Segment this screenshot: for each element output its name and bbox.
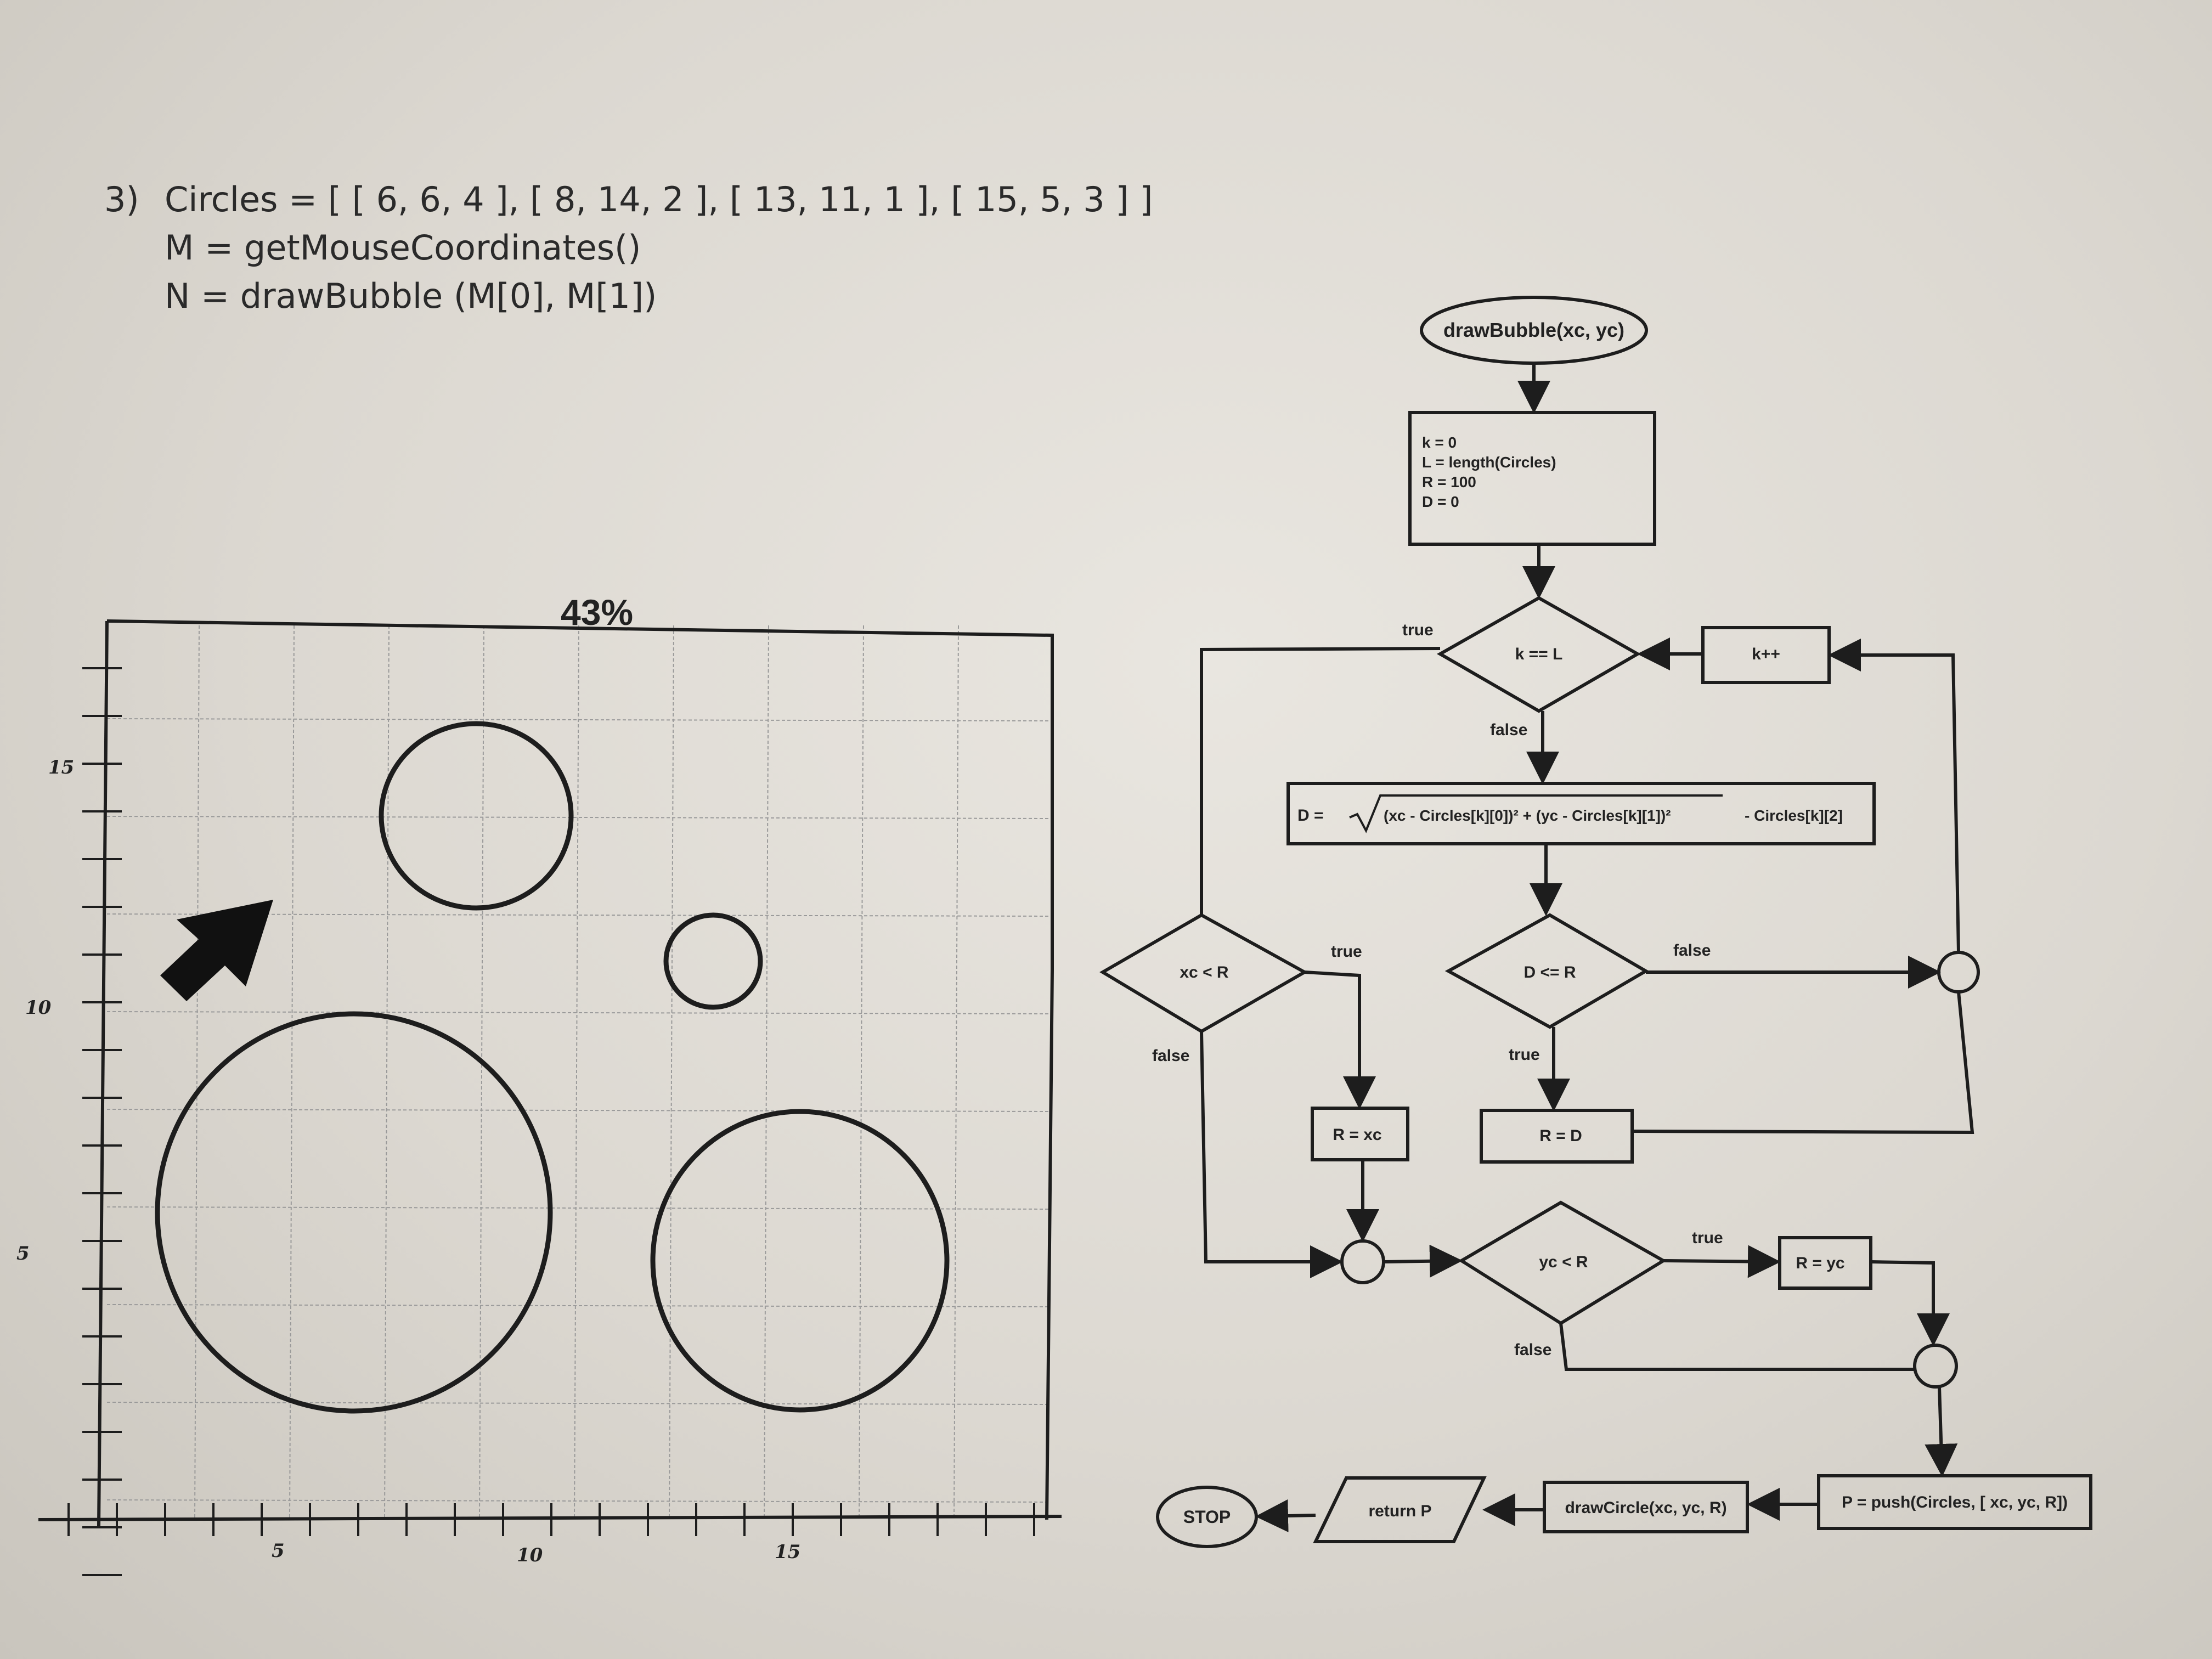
grid-line-vertical: [859, 625, 864, 1518]
grid-line-horizontal: [106, 1402, 1051, 1405]
grid-line-vertical: [479, 625, 484, 1518]
stop-label: STOP: [1183, 1507, 1231, 1527]
x-axis: [38, 1515, 1062, 1521]
loop-check-diamond: [1436, 596, 1641, 713]
zoom-percent-label: 43%: [561, 592, 634, 633]
circle-13-11-r1: [663, 912, 763, 1010]
compare-yc-true-label: true: [1692, 1229, 1723, 1247]
y-axis: [97, 620, 109, 1527]
y-tick-10: 10: [25, 997, 52, 1019]
circle-6-6-r4: [155, 1011, 553, 1414]
distance-prefix: D =: [1297, 806, 1324, 825]
init-line-2: L = length(Circles): [1422, 454, 1556, 471]
coordinate-grid: [38, 619, 1062, 1576]
compare-yc-label: yc < R: [1539, 1253, 1588, 1271]
draw-bubble-call-line: N = drawBubble (M[0], M[1]): [165, 276, 657, 316]
loop-false-label: false: [1490, 721, 1527, 739]
circle-8-14-r2: [379, 721, 574, 911]
grid-line-horizontal: [106, 1499, 1051, 1503]
return-label: return P: [1368, 1502, 1431, 1520]
compare-xc-true-label: true: [1331, 943, 1362, 961]
connector-yc: [1913, 1344, 1958, 1389]
x-tick-10: 10: [517, 1544, 543, 1566]
problem-statement: 3) Circles = [ [ 6, 6, 4 ], [ 8, 14, 2 ]…: [104, 176, 1153, 320]
grid-line-vertical: [953, 625, 959, 1518]
draw-circle-label: drawCircle(xc, yc, R): [1565, 1499, 1726, 1517]
loop-true-label: true: [1402, 621, 1434, 639]
distance-radicand: (xc - Circles[k][0])² + (yc - Circles[k]…: [1384, 807, 1671, 824]
compare-d-false-label: false: [1673, 941, 1711, 960]
init-line-4: D = 0: [1422, 493, 1459, 510]
y-tick-5: 5: [16, 1243, 30, 1265]
compare-d-label: D <= R: [1523, 963, 1576, 981]
grid-line-horizontal: [106, 718, 1051, 721]
grid-line-horizontal: [106, 913, 1051, 917]
init-line-1: k = 0: [1422, 434, 1457, 451]
compare-yc-false-label: false: [1514, 1341, 1551, 1359]
grid-line-horizontal: [106, 1011, 1051, 1014]
mouse-coordinates-line: M = getMouseCoordinates(): [165, 228, 641, 268]
grid-line-vertical: [289, 625, 295, 1518]
assign-d-label: R = D: [1539, 1127, 1582, 1145]
push-label: P = push(Circles, [ xc, yc, R]): [1842, 1493, 2068, 1511]
grid-line-horizontal: [106, 816, 1051, 819]
loop-check-label: k == L: [1515, 645, 1563, 663]
compare-xc-false-label: false: [1152, 1047, 1189, 1065]
return-parallelogram: [1313, 1476, 1487, 1543]
grid-line-vertical: [194, 625, 200, 1518]
circle-15-5-r3: [650, 1109, 950, 1413]
start-label: drawBubble(xc, yc): [1443, 319, 1624, 341]
grid-line-vertical: [669, 625, 674, 1518]
grid-line-vertical: [574, 625, 579, 1518]
x-tick-15: 15: [775, 1541, 800, 1563]
assign-yc-label: R = yc: [1796, 1254, 1844, 1272]
grid-line-vertical: [764, 625, 769, 1518]
compare-d-diamond: [1444, 913, 1649, 1029]
increment-label: k++: [1752, 645, 1780, 663]
grid-line-horizontal: [106, 1304, 1051, 1307]
distance-box: [1286, 782, 1876, 845]
mouse-pointer-icon: [160, 900, 273, 1001]
circles-definition: Circles = [ [ 6, 6, 4 ], [ 8, 14, 2 ], […: [165, 179, 1153, 219]
problem-number: 3): [104, 179, 139, 219]
init-line-3: R = 100: [1422, 473, 1476, 490]
connector-right: [1937, 951, 1980, 994]
grid-line-horizontal: [106, 1206, 1051, 1210]
grid-line-horizontal: [106, 1109, 1051, 1112]
grid-line-vertical: [384, 625, 390, 1518]
distance-suffix: - Circles[k][2]: [1745, 807, 1843, 824]
compare-d-true-label: true: [1509, 1046, 1540, 1064]
compare-xc-label: xc < R: [1180, 963, 1229, 981]
connector-merge: [1340, 1239, 1385, 1284]
y-tick-15: 15: [48, 757, 74, 778]
x-tick-5: 5: [272, 1540, 285, 1562]
assign-xc-label: R = xc: [1333, 1126, 1381, 1144]
